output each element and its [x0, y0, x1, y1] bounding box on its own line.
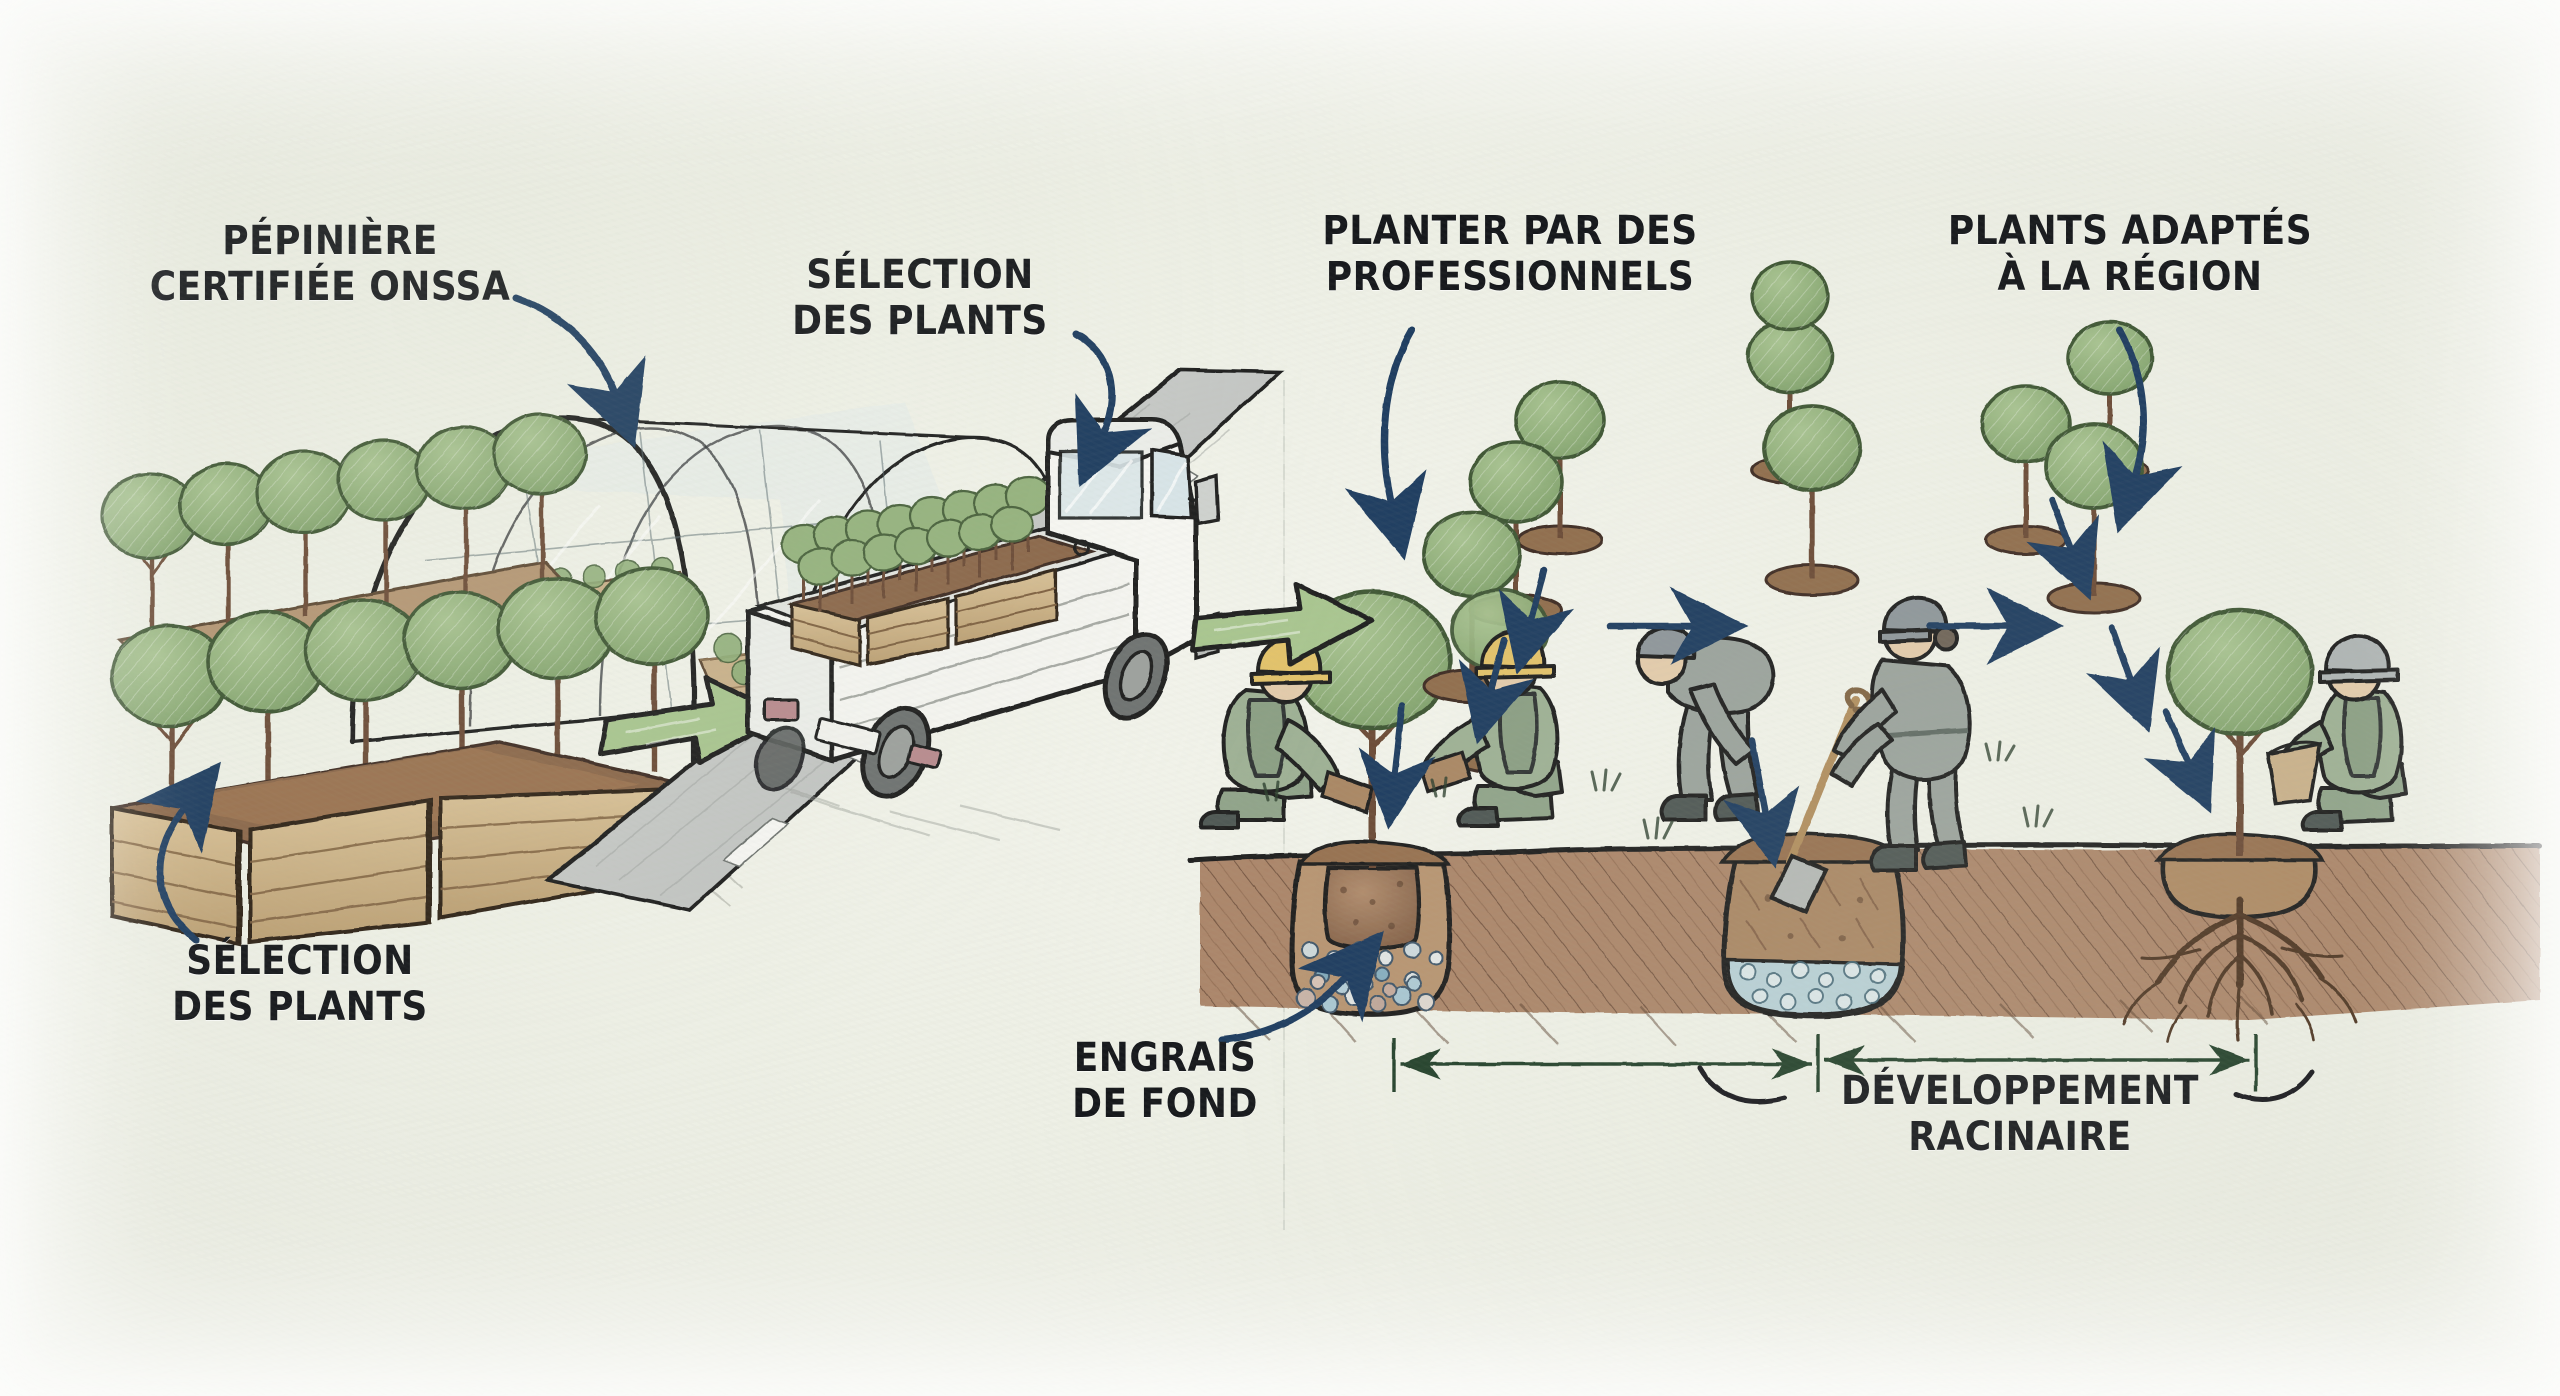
truck-wheel-front	[1102, 631, 1170, 721]
label-pepiniere-certifiee-onssa: PÉPINIÈRE CERTIFIÉE ONSSA	[149, 218, 511, 311]
label-planter-par-des-professionnels: PLANTER PAR DES PROFESSIONNELS	[1322, 208, 1698, 301]
tree-hole-3	[2165, 607, 2315, 856]
truck-wheel-rear-left	[754, 725, 806, 791]
dimension-spans	[1392, 1034, 2258, 1092]
truck-wheel-rear	[860, 705, 932, 799]
scene-transport	[543, 368, 1285, 912]
truck-cargo-crates	[780, 475, 1098, 669]
sapling	[100, 472, 200, 640]
annotation-arrows	[135, 294, 2315, 1104]
worker-kneeling-bucket	[2265, 633, 2408, 832]
root-system	[2122, 896, 2358, 1044]
flow-arrow-green-2	[1189, 581, 1375, 667]
planted-tree-cluster-middle	[1746, 260, 1862, 597]
label-engrais-de-fond: ENGRAIS DE FOND	[1072, 1035, 1258, 1128]
label-plants-adaptes-a-la-region: PLANTS ADAPTÉS À LA RÉGION	[1947, 208, 2313, 301]
worker-bent-shovel	[1636, 625, 1775, 822]
label-selection-des-plants-nursery: SÉLECTION DES PLANTS	[172, 938, 428, 1031]
flatbed-truck	[745, 417, 1220, 842]
flow-arrow-green-1	[597, 675, 789, 765]
sapling-row-front	[110, 566, 745, 947]
cross-section-hole-3	[2122, 607, 2358, 1044]
label-developpement-racinaire: DÉVELOPPEMENT RACINAIRE	[1841, 1068, 2199, 1161]
label-selection-des-plants-transport: SÉLECTION DES PLANTS	[792, 252, 1048, 345]
worker-standing-shovel	[1830, 595, 1972, 872]
grass-tufts	[1262, 740, 2054, 840]
planted-tree-cluster-right	[1980, 320, 2154, 615]
